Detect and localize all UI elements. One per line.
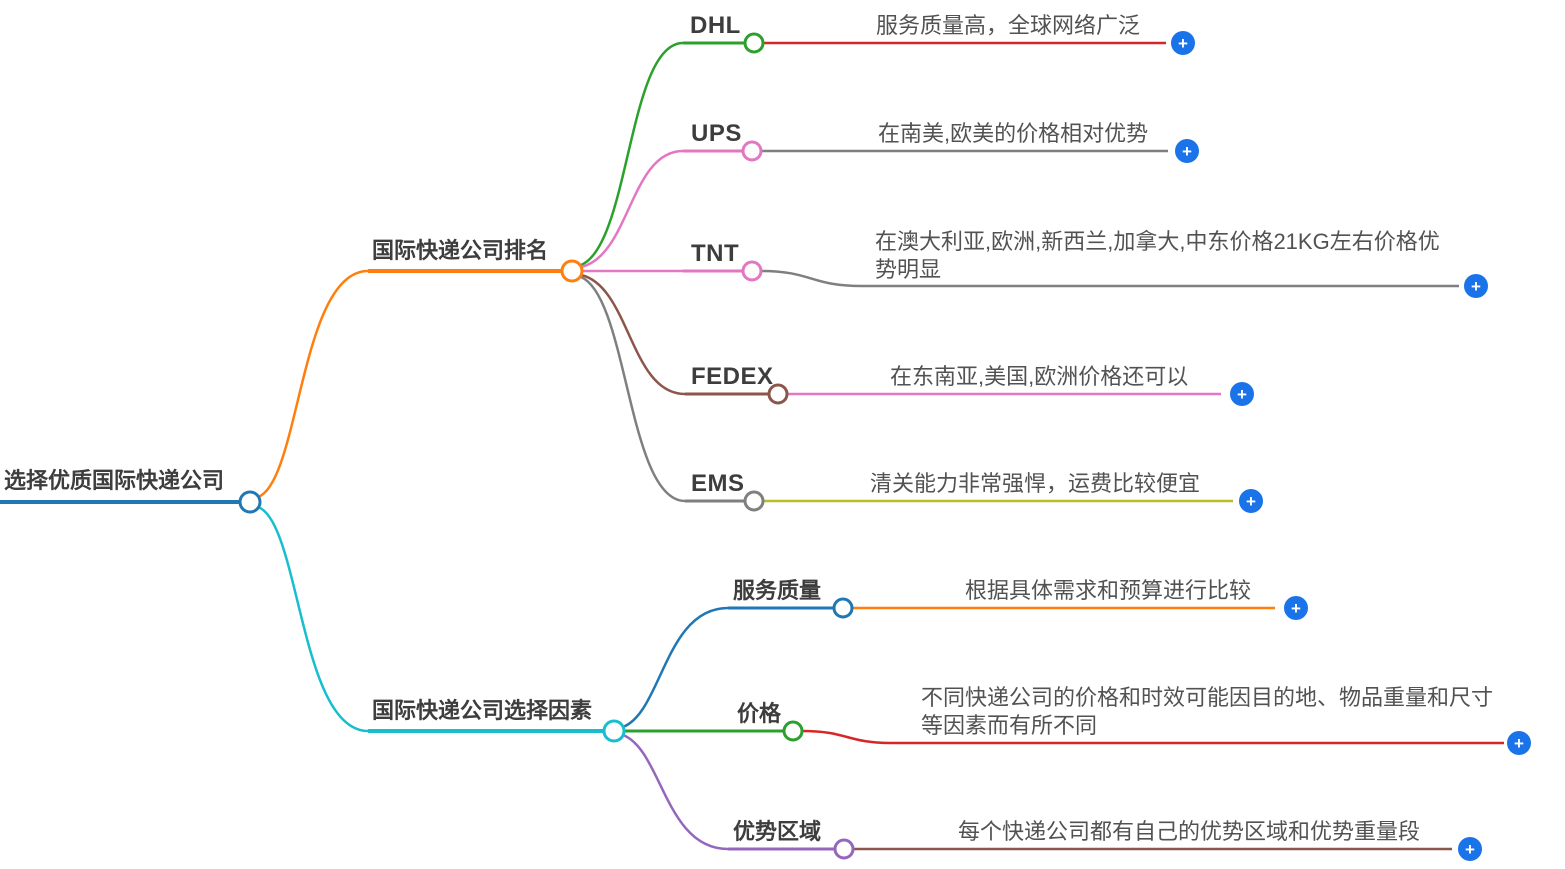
plus-icon: + (1514, 733, 1524, 753)
region-desc-text[interactable]: 每个快递公司都有自己的优势区域和优势重量段 (958, 819, 1421, 844)
dhl-expand-button[interactable]: + (1171, 31, 1195, 55)
ups-expand-button[interactable]: + (1175, 139, 1199, 163)
ems-desc-text[interactable]: 清关能力非常强悍，运费比较便宜 (870, 471, 1201, 496)
dhl-node-circle[interactable] (743, 32, 765, 54)
ranking-node-circle[interactable] (560, 259, 584, 283)
connector-ranking-to-fedex (580, 273, 686, 396)
plus-icon: + (1471, 276, 1481, 296)
connector-factors-to-service (622, 606, 729, 729)
plus-icon: + (1178, 33, 1188, 53)
connector-ranking-to-ems (580, 275, 686, 503)
price-expand-button[interactable]: + (1507, 731, 1531, 755)
ems-node-circle[interactable] (743, 490, 765, 512)
fedex-desc-text[interactable]: 在东南亚,美国,欧洲价格还可以 (890, 364, 1189, 389)
dhl-node-label[interactable]: DHL (690, 12, 741, 39)
ups-desc-text[interactable]: 在南美,欧美的价格相对优势 (878, 121, 1149, 146)
tnt-expand-button[interactable]: + (1464, 274, 1488, 298)
service-expand-button[interactable]: + (1284, 596, 1308, 620)
connector-ranking-to-dhl (580, 41, 684, 267)
tnt-node-label[interactable]: TNT (691, 240, 740, 267)
ranking-node-label[interactable]: 国际快递公司排名 (372, 238, 549, 263)
price-desc-line (801, 729, 1504, 745)
plus-icon: + (1237, 384, 1247, 404)
root-node-label[interactable]: 选择优质国际快递公司 (4, 468, 225, 493)
plus-icon: + (1246, 491, 1256, 511)
price-node-circle[interactable] (782, 720, 804, 742)
tnt-desc-line (760, 269, 1459, 288)
factors-node-label[interactable]: 国际快递公司选择因素 (372, 698, 593, 723)
tnt-desc-text[interactable]: 在澳大利亚,欧洲,新西兰,加拿大,中东价格21KG左右价格优势明显 (875, 229, 1440, 282)
plus-icon: + (1182, 141, 1192, 161)
plus-icon: + (1465, 839, 1475, 859)
fedex-node-circle[interactable] (767, 383, 789, 405)
region-node-circle[interactable] (833, 838, 855, 860)
root-node-circle[interactable] (238, 490, 262, 514)
service-node-circle[interactable] (832, 597, 854, 619)
factors-node-circle[interactable] (602, 719, 626, 743)
ems-expand-button[interactable]: + (1239, 489, 1263, 513)
region-node-label[interactable]: 优势区域 (733, 819, 822, 844)
connector-ranking-to-ups (580, 149, 684, 269)
service-desc-text[interactable]: 根据具体需求和预算进行比较 (965, 578, 1252, 603)
dhl-desc-text[interactable]: 服务质量高，全球网络广泛 (876, 13, 1141, 38)
connector-root-to-factors (257, 505, 369, 733)
tnt-node-circle[interactable] (741, 260, 763, 282)
fedex-node-label[interactable]: FEDEX (691, 363, 774, 390)
price-desc-text[interactable]: 不同快递公司的价格和时效可能因目的地、物品重量和尺寸等因素而有所不同 (921, 685, 1494, 738)
price-node-label[interactable]: 价格 (737, 701, 782, 726)
connector-factors-to-region (622, 733, 729, 851)
service-node-label[interactable]: 服务质量 (733, 578, 822, 603)
ups-node-circle[interactable] (741, 140, 763, 162)
ems-node-label[interactable]: EMS (691, 470, 745, 497)
ups-node-label[interactable]: UPS (691, 120, 742, 147)
region-expand-button[interactable]: + (1458, 837, 1482, 861)
plus-icon: + (1291, 598, 1301, 618)
fedex-expand-button[interactable]: + (1230, 382, 1254, 406)
connector-root-to-ranking (257, 269, 369, 499)
